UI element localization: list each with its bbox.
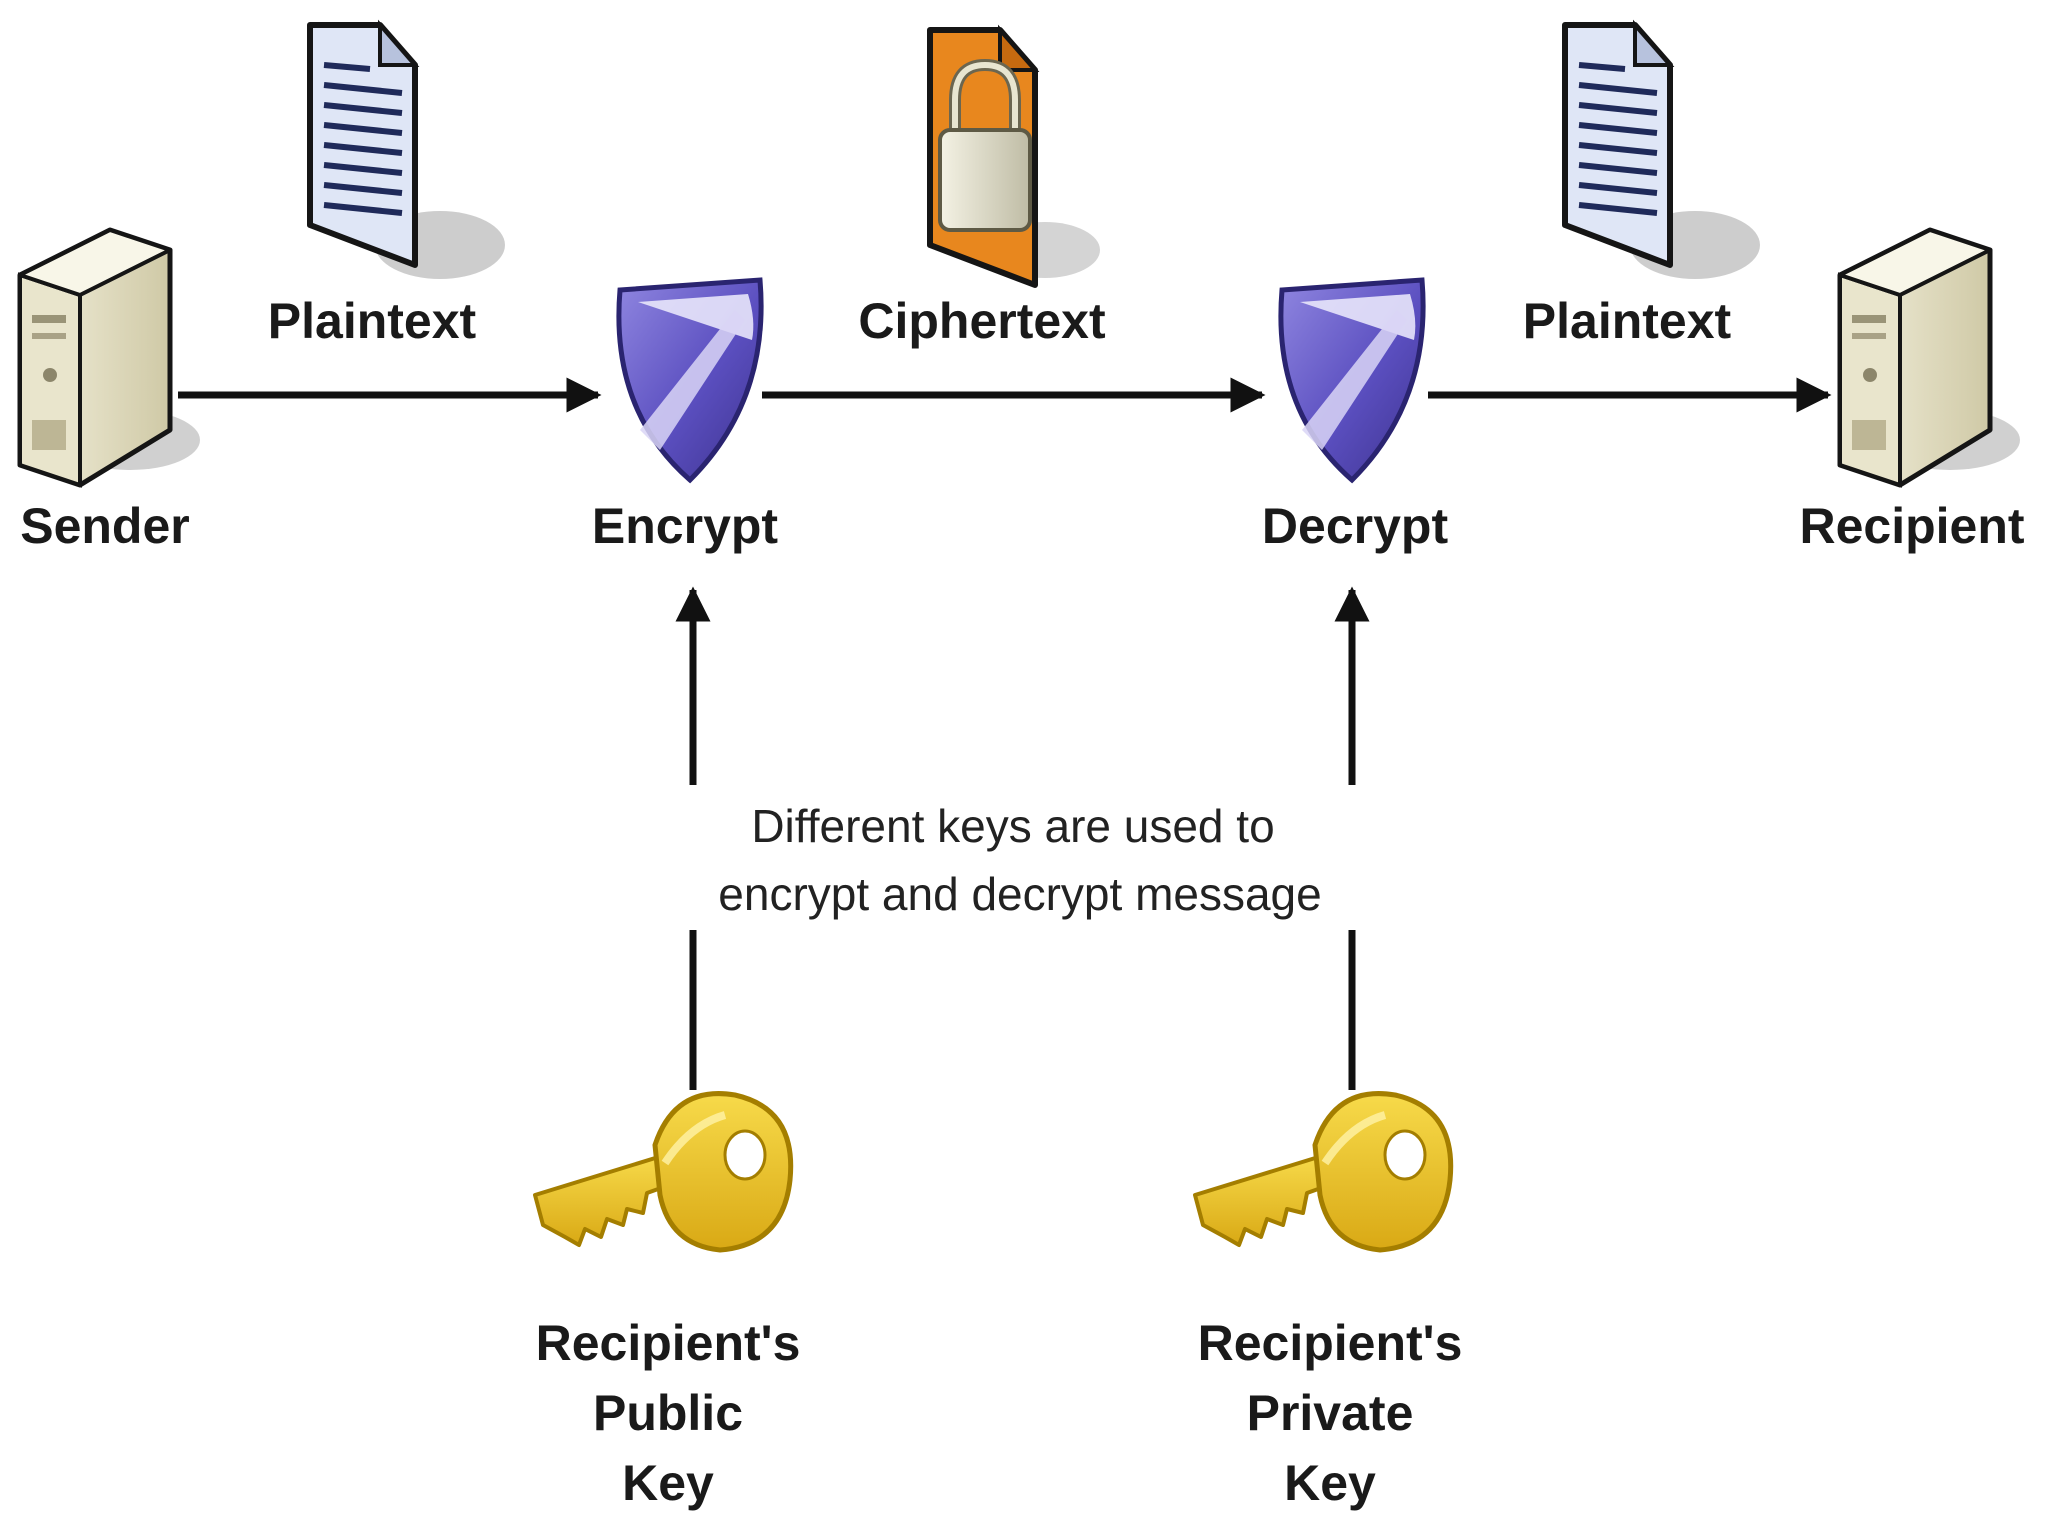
public-key-label-line-1: Recipient's [536, 1315, 801, 1371]
note-line-1: Different keys are used to [751, 800, 1274, 852]
decrypt-label: Decrypt [1262, 498, 1449, 554]
private-key-label-line-1: Recipient's [1198, 1315, 1463, 1371]
public-key-label-line-2: Public [593, 1385, 743, 1441]
plaintext-out-label: Plaintext [1523, 293, 1732, 349]
encrypt-label: Encrypt [592, 498, 779, 554]
public-key-icon [535, 1094, 791, 1250]
sender-label: Sender [20, 498, 190, 554]
plaintext-in-label: Plaintext [268, 293, 477, 349]
decrypt-shield-icon [1281, 280, 1423, 480]
ciphertext-label: Ciphertext [858, 293, 1106, 349]
private-key-label-line-2: Private [1247, 1385, 1414, 1441]
note-line-2: encrypt and decrypt message [718, 868, 1321, 920]
private-key-icon [1195, 1094, 1451, 1250]
plaintext-document-icon [310, 25, 505, 279]
encrypt-shield-icon [619, 280, 761, 480]
recipient-server-icon [1840, 230, 2020, 485]
recipient-label: Recipient [1799, 498, 2024, 554]
plaintext-output-document-icon [1565, 25, 1760, 279]
public-key-label-line-3: Key [622, 1455, 714, 1511]
sender-server-icon [20, 230, 200, 485]
ciphertext-locked-document-icon [930, 30, 1100, 285]
private-key-label-line-3: Key [1284, 1455, 1376, 1511]
